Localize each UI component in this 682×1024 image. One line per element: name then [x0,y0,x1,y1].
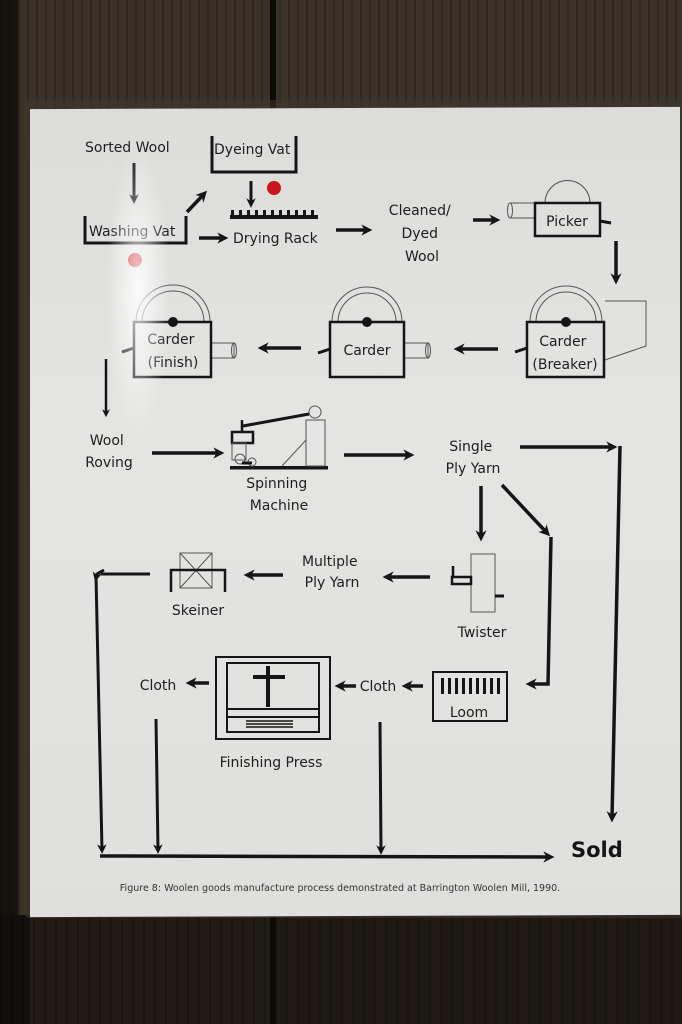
twister-icon [450,553,504,613]
loom-icon [432,671,508,722]
arrow-cloth-to-sold [376,721,386,855]
arrow-single-ply-to-loom [525,536,553,690]
arrow-washing-to-dyeing [185,190,208,214]
node-sorted-wool: Sorted Wool [85,140,170,156]
dyeing-vat-icon [210,136,298,174]
node-drying-rack: Drying Rack [233,231,319,247]
node-washing-vat: Washing Vat [89,224,176,240]
marker-dot [128,253,142,267]
node-finishing-press: Finishing Press [220,755,323,771]
node-loom: Loom [450,705,488,721]
spinning-machine-icon [230,405,328,470]
node-sold: Sold [571,838,623,862]
picker-icon [507,180,612,238]
drying-rack-icon [230,210,318,219]
node-cloth-from-loom: Cloth [360,679,397,695]
node-cleaned-dyed-wool: Cleaned/ Dyed Wool [389,203,455,265]
carder-breaker-icon [514,285,647,379]
node-cloth-finished: Cloth [140,678,177,694]
finishing-press-icon [215,656,331,740]
node-twister: Twister [457,625,507,641]
arrow-to-sold [99,851,555,863]
skeiner-icon [169,552,227,592]
figure-caption: Figure 8: Woolen goods manufacture proce… [120,883,560,894]
node-skeiner: Skeiner [172,603,224,619]
node-picker: Picker [546,214,588,230]
node-carder-breaker: Carder (Breaker) [532,334,597,373]
marker-dot [267,181,281,195]
arrow-single-ply-diagonal [500,483,551,537]
arrow-finished-cloth-to-sold [153,718,163,854]
node-multiple-ply-yarn: Multiple Ply Yarn [302,554,362,591]
node-dyeing-vat: Dyeing Vat [214,142,291,158]
carder-icon [317,286,431,379]
wood-wall-lower [0,915,682,1024]
arrow-single-ply-to-sold [606,445,622,823]
node-carder-finish: Carder (Finish) [147,332,199,371]
node-wool-roving: Wool Roving [85,433,133,471]
node-carder: Carder [343,343,390,359]
node-spinning-machine: Spinning Machine [246,476,312,514]
arrow-skeiner-to-sold [94,575,107,854]
node-single-ply-yarn: Single Ply Yarn [446,439,501,477]
